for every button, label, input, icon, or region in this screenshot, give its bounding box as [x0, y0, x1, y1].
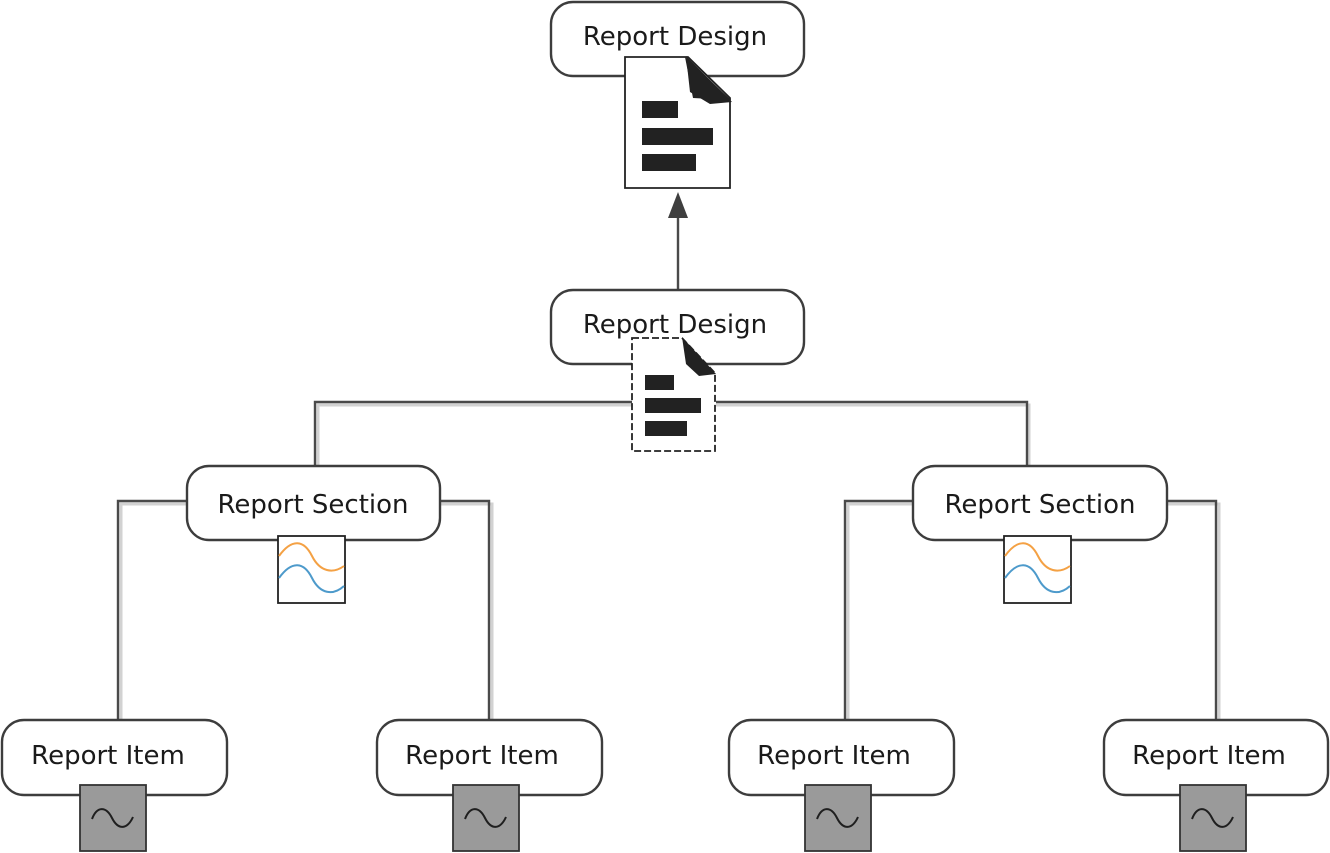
node-label: Report Item	[31, 741, 185, 771]
document-icon	[624, 56, 732, 189]
connector-design-mid-to-sections	[313, 400, 1031, 466]
node-report-item-3[interactable]: Report Item	[727, 718, 956, 797]
connector-section-left-to-items	[116, 499, 494, 720]
node-report-item-1[interactable]: Report Item	[0, 718, 229, 797]
line-chart-icon	[1003, 535, 1072, 604]
waveform-icon	[79, 784, 147, 852]
node-label: Report Design	[583, 22, 767, 52]
waveform-icon	[1179, 784, 1247, 852]
node-label: Report Item	[757, 741, 911, 771]
node-report-design-mid[interactable]: Report Design	[549, 288, 806, 366]
node-label: Report Item	[405, 741, 559, 771]
document-icon	[631, 337, 716, 452]
node-report-item-2[interactable]: Report Item	[375, 718, 604, 797]
node-report-design-top[interactable]: Report Design	[549, 0, 806, 78]
node-label: Report Design	[583, 310, 767, 340]
waveform-icon	[452, 784, 520, 852]
waveform-icon	[804, 784, 872, 852]
node-label: Report Section	[944, 490, 1135, 520]
arrowhead-icon	[668, 192, 688, 218]
node-label: Report Item	[1132, 741, 1286, 771]
node-label: Report Section	[217, 490, 408, 520]
connector-section-right-to-items	[843, 499, 1221, 720]
node-report-item-4[interactable]: Report Item	[1102, 718, 1330, 797]
connector-design-mid-to-design-top	[668, 192, 688, 290]
line-chart-icon	[277, 535, 346, 604]
node-report-section-right[interactable]: Report Section	[911, 464, 1169, 542]
node-report-section-left[interactable]: Report Section	[185, 464, 442, 542]
